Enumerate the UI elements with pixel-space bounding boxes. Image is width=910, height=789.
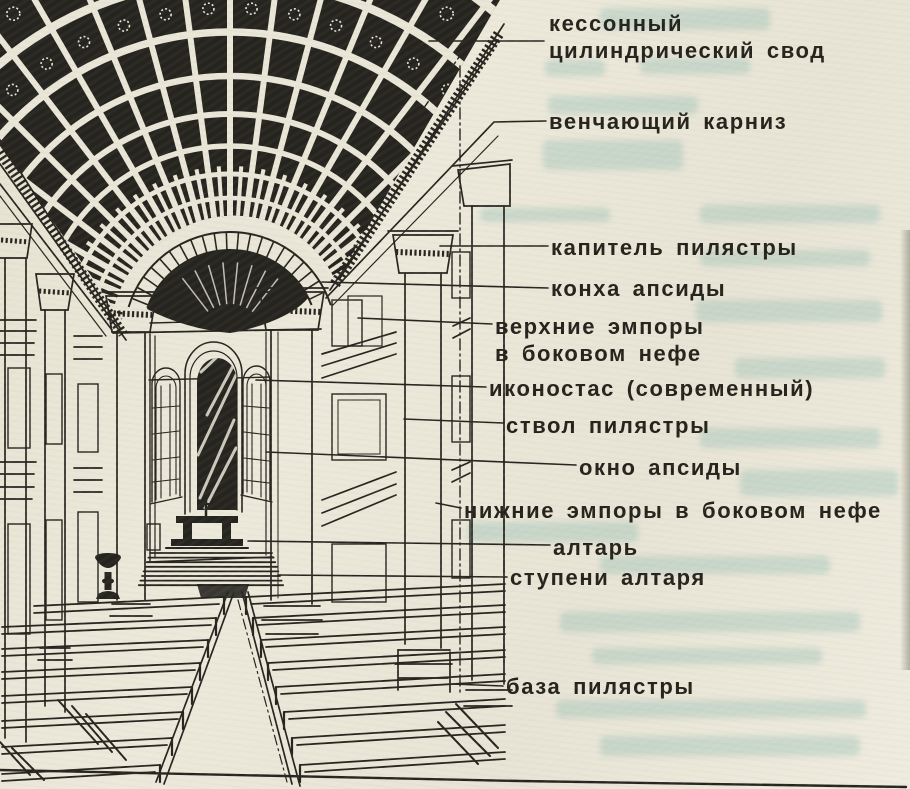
leader-crowning-cornice <box>325 120 547 299</box>
leader-altar-steps <box>277 574 508 578</box>
bleed-through-line <box>700 428 880 448</box>
label-pilaster-shaft: ствол пилястры <box>506 413 711 438</box>
leader-apse-window <box>265 451 577 466</box>
bleed-through-line <box>640 58 750 74</box>
label-pilaster-base: база пилястры <box>506 674 695 699</box>
floor-line <box>0 768 908 789</box>
bleed-through-line <box>700 205 880 223</box>
apse <box>112 319 322 563</box>
label-altar-steps: ступени алтаря <box>510 565 706 590</box>
leader-lower-galleries <box>435 502 462 509</box>
coffered-vault <box>0 0 500 320</box>
apse-window-left <box>149 367 183 505</box>
left-wall <box>0 223 161 781</box>
central-aisle <box>155 591 301 787</box>
apse-window-right <box>240 365 273 503</box>
aisle-shadow <box>197 584 249 598</box>
label-apse-window: окно апсиды <box>579 455 742 480</box>
leader-altar <box>247 540 551 546</box>
left-garland-ornament <box>0 149 128 337</box>
label-lower-galleries-side-nave: нижние эмпоры в боковом нефе <box>464 498 882 523</box>
left-crowning-cornice <box>0 139 128 341</box>
bleed-through-line <box>543 140 683 170</box>
bleed-through-line <box>600 736 860 756</box>
bleed-through-line <box>480 208 610 222</box>
altar-steps <box>137 552 285 587</box>
label-altar: алтарь <box>553 535 639 560</box>
label-coffered-cylindrical-vault: кессонный цилиндрический свод <box>549 11 826 63</box>
leader-lines <box>247 40 577 687</box>
leader-pilaster-base <box>451 683 504 687</box>
font-chalice <box>95 553 121 599</box>
altar-group <box>146 496 249 551</box>
bleed-through-line <box>600 8 770 30</box>
label-apse-conch: конха апсиды <box>551 276 727 301</box>
bleed-through-line <box>468 522 638 542</box>
leader-upper-galleries <box>357 317 493 325</box>
bleed-through-line <box>740 470 898 496</box>
projection-lines <box>409 43 505 697</box>
bleed-through-line <box>600 556 830 574</box>
bleed-through-line <box>545 60 605 76</box>
pews-left-block <box>1 595 226 784</box>
label-upper-galleries-side-nave: верхние эмпоры в боковом нефе <box>495 314 705 366</box>
pews-right-block <box>244 583 506 784</box>
bleed-through-line <box>556 700 866 718</box>
leader-pilaster-shaft <box>403 418 504 424</box>
bleed-through-line <box>700 250 870 266</box>
bleed-through-line <box>696 300 882 322</box>
bleed-through-line <box>560 612 860 632</box>
altar-pedestal <box>146 523 161 551</box>
bleed-through-line <box>592 648 822 664</box>
right-garland-ornament <box>330 28 505 288</box>
label-pilaster-capital: капитель пилястры <box>551 235 798 260</box>
iconostasis-niche <box>184 341 243 515</box>
bleed-through-line <box>548 96 698 114</box>
label-crowning-cornice: венчающий карниз <box>549 109 788 134</box>
bleed-through-line <box>735 358 885 378</box>
label-iconostasis-modern: иконостас (современный) <box>489 376 815 401</box>
page-edge-shadow <box>900 230 910 670</box>
architectural-linework <box>0 23 908 789</box>
leader-apse-conch <box>321 281 549 289</box>
leader-iconostasis <box>255 379 487 388</box>
apse-archivolt-ring <box>115 220 345 313</box>
